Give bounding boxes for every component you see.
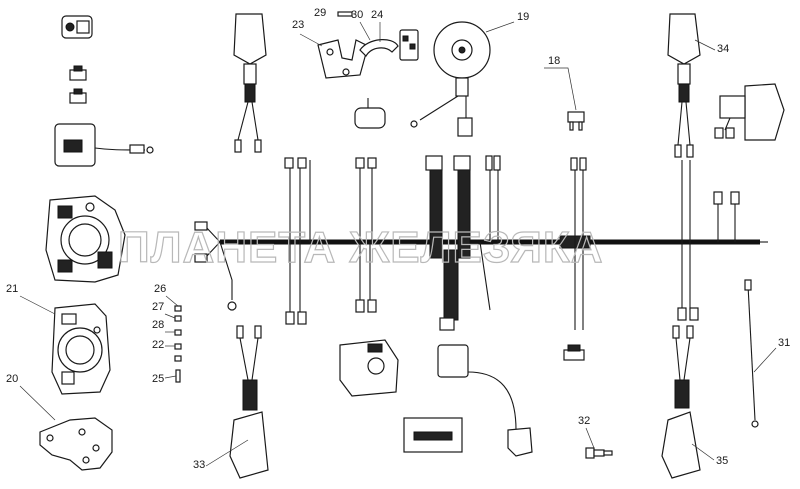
turn-signal-front-right: [667, 13, 701, 158]
svg-text:22: 22: [152, 339, 164, 351]
svg-text:30: 30: [351, 9, 363, 21]
screw-set: [174, 305, 182, 383]
callout-22: 22: [152, 339, 175, 351]
fuse-18: [567, 111, 585, 131]
svg-text:23: 23: [292, 19, 304, 31]
svg-text:24: 24: [371, 9, 383, 21]
svg-text:19: 19: [517, 11, 529, 23]
svg-text:21: 21: [6, 283, 18, 295]
instrument-cluster-rear: [45, 195, 126, 283]
ignition-switch: [61, 15, 93, 39]
callout-23: 23: [292, 19, 323, 47]
svg-text:20: 20: [6, 373, 18, 385]
svg-text:33: 33: [193, 459, 205, 471]
callout-28: 28: [152, 319, 175, 333]
callout-33: 33: [193, 439, 249, 471]
callout-18: 18: [544, 55, 577, 111]
callout-19: 19: [485, 11, 529, 33]
callout-34: 34: [694, 39, 729, 55]
callout-31: 31: [753, 337, 790, 373]
svg-text:25: 25: [152, 373, 164, 385]
connector-block-small: [563, 344, 585, 361]
callout-30: 30: [351, 9, 371, 41]
bolt-29: [337, 11, 353, 17]
svg-text:35: 35: [716, 455, 728, 467]
callout-29: 29: [314, 7, 326, 19]
horn-19: [410, 21, 491, 137]
callout-24: 24: [371, 9, 383, 42]
svg-text:31: 31: [778, 337, 790, 349]
callout-35: 35: [691, 443, 728, 467]
relay-with-bracket: [354, 98, 386, 129]
clamp-24: [359, 39, 399, 57]
rectifier-block: [403, 417, 463, 453]
turn-signal-front-left: [233, 13, 267, 153]
svg-text:27: 27: [152, 301, 164, 313]
turn-signal-rear-right: [661, 325, 701, 479]
svg-text:32: 32: [578, 415, 590, 427]
main-wiring-harness: [194, 155, 768, 331]
relay-block: [399, 29, 419, 61]
turn-signal-rear-left: [229, 325, 269, 479]
instrument-cluster-front: [51, 303, 111, 395]
watermark-text: ПЛАНЕТА ЖЕЛЕЗЯКА: [118, 223, 604, 272]
mounting-bracket: [39, 417, 113, 471]
svg-text:29: 29: [314, 7, 326, 19]
callout-26: 26: [154, 283, 179, 307]
speed-sensor-34: [714, 83, 785, 141]
bulb-socket-bottom: [69, 88, 87, 104]
callout-21: 21: [6, 283, 56, 315]
headlight-housing: [339, 339, 399, 397]
antenna-cable-31: [744, 279, 759, 428]
svg-text:26: 26: [154, 283, 166, 295]
svg-text:28: 28: [152, 319, 164, 331]
bulb-socket-top: [69, 65, 87, 81]
callout-32: 32: [578, 415, 595, 449]
headlight-bracket: [317, 39, 369, 79]
callout-27: 27: [152, 301, 176, 319]
spark-plug-32: [585, 447, 613, 459]
callout-25: 25: [152, 373, 177, 385]
key-switch-with-cable: [54, 123, 154, 167]
callout-20: 20: [6, 373, 56, 421]
svg-text:34: 34: [717, 43, 729, 55]
svg-text:18: 18: [548, 55, 560, 67]
cdi-unit: [437, 344, 533, 457]
